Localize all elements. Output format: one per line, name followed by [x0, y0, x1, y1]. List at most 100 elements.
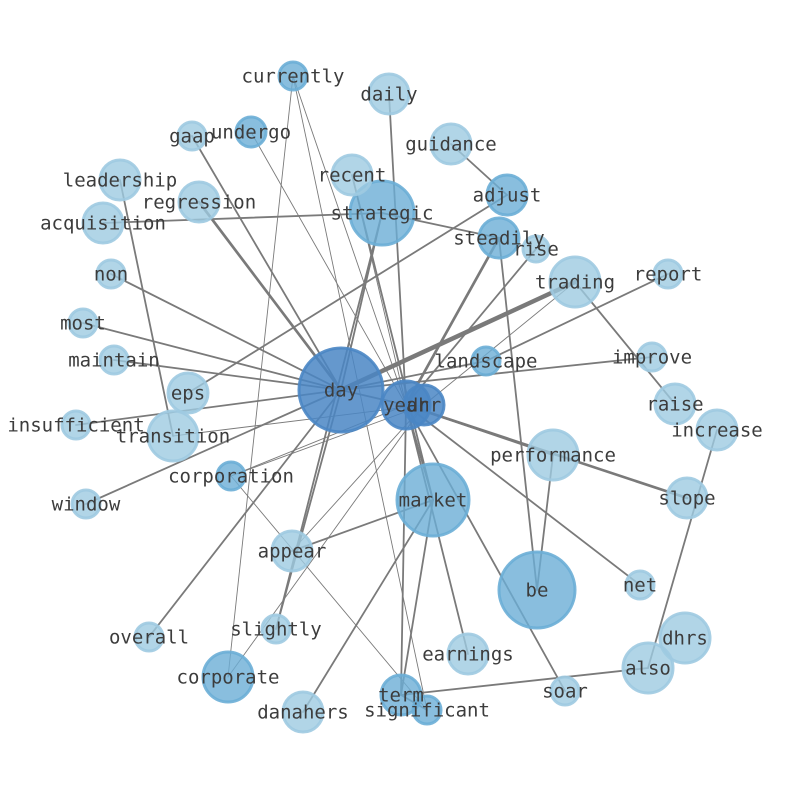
node-slope [665, 476, 709, 520]
label-slightly: slightly [230, 619, 322, 641]
label-be: be [526, 580, 549, 602]
node-rise [521, 234, 551, 264]
node-overall [133, 621, 165, 653]
node-improve [636, 341, 668, 373]
edge-year-corporation [230, 404, 407, 477]
node-net [624, 569, 656, 601]
node-currently [277, 60, 309, 92]
labels-layer: dayyeardhrmarketbestrategiccorporatetrad… [7, 66, 762, 724]
edge-acquisition-strategic [102, 212, 383, 224]
node-undergo [234, 115, 268, 149]
edge-day-gaap [191, 135, 342, 391]
node-danahers [281, 690, 325, 734]
node-regression [177, 180, 221, 224]
label-adjust: adjust [473, 185, 542, 207]
edge-dhr-trading [423, 281, 576, 406]
edge-landscape-report [485, 273, 669, 362]
node-corporation [215, 460, 247, 492]
node-appear [270, 529, 314, 573]
label-gaap: gaap [169, 126, 215, 148]
edge-day-most [82, 322, 342, 391]
node-window [70, 488, 102, 520]
label-slope: slope [658, 488, 715, 510]
node-insufficient [60, 409, 92, 441]
edge-day-insufficient [75, 389, 342, 426]
node-adjust [485, 173, 529, 217]
node-be [497, 550, 577, 630]
label-corporate: corporate [177, 667, 280, 689]
label-year: year [383, 395, 429, 417]
node-dhrs [658, 611, 712, 665]
node-slightly [260, 613, 292, 645]
node-landscape [470, 345, 502, 377]
nodes-layer [60, 60, 739, 734]
node-guidance [429, 122, 473, 166]
label-daily: daily [360, 84, 417, 106]
node-strategic [348, 179, 416, 247]
node-report [652, 258, 684, 290]
label-overall: overall [109, 627, 189, 649]
node-trading [548, 255, 602, 309]
edge-year-net [405, 404, 641, 586]
label-strategic: strategic [331, 203, 434, 225]
node-term [379, 673, 423, 717]
edge-year-rise [405, 248, 537, 406]
label-most: most [60, 313, 106, 335]
label-report: report [634, 264, 703, 286]
node-significant [411, 694, 443, 726]
label-guidance: guidance [405, 134, 497, 156]
node-recent [330, 153, 374, 197]
label-performance: performance [490, 445, 616, 467]
label-recent: recent [318, 165, 387, 187]
label-undergo: undergo [211, 122, 291, 144]
label-significant: significant [364, 700, 490, 722]
node-most [67, 307, 99, 339]
label-soar: soar [542, 681, 588, 703]
node-soar [549, 675, 581, 707]
node-corporate [201, 650, 255, 704]
edge-year-term [400, 404, 407, 696]
edge-year-steadily [404, 236, 501, 407]
label-maintain: maintain [68, 350, 160, 372]
label-window: window [52, 494, 121, 516]
label-danahers: danahers [257, 702, 349, 724]
label-appear: appear [258, 541, 327, 563]
label-non: non [94, 264, 128, 286]
node-earnings [446, 632, 490, 676]
label-day: day [324, 380, 358, 402]
edge-corporation-significant [230, 475, 428, 711]
node-steadily [477, 216, 521, 260]
edge-market-danahers [302, 499, 434, 713]
label-improve: improve [612, 347, 692, 369]
node-also [621, 641, 675, 695]
label-term: term [378, 685, 424, 707]
node-dhr [402, 383, 446, 427]
edge-leadership-transition [119, 179, 174, 437]
label-raise: raise [646, 394, 703, 416]
label-transition: transition [116, 426, 230, 448]
node-eps [166, 371, 210, 415]
node-performance [526, 428, 580, 482]
edge-year-soar [405, 404, 566, 692]
label-increase: increase [671, 420, 763, 442]
label-acquisition: acquisition [40, 213, 166, 235]
node-non [95, 258, 127, 290]
node-increase [695, 408, 739, 452]
label-earnings: earnings [422, 644, 514, 666]
edge-currently-corporate [227, 75, 294, 678]
node-gaap [176, 120, 208, 152]
edge-year-undergo [250, 131, 407, 406]
label-rise: rise [513, 239, 559, 261]
edge-day-overall [148, 389, 342, 638]
label-dhrs: dhrs [662, 628, 708, 650]
node-acquisition [81, 201, 125, 245]
label-regression: regression [142, 192, 256, 214]
edge-day-window [85, 389, 342, 505]
label-also: also [625, 658, 671, 680]
node-market [395, 462, 471, 538]
edge-also-increase [647, 429, 718, 669]
node-maintain [98, 344, 130, 376]
label-trading: trading [535, 272, 615, 294]
label-leadership: leadership [63, 170, 177, 192]
